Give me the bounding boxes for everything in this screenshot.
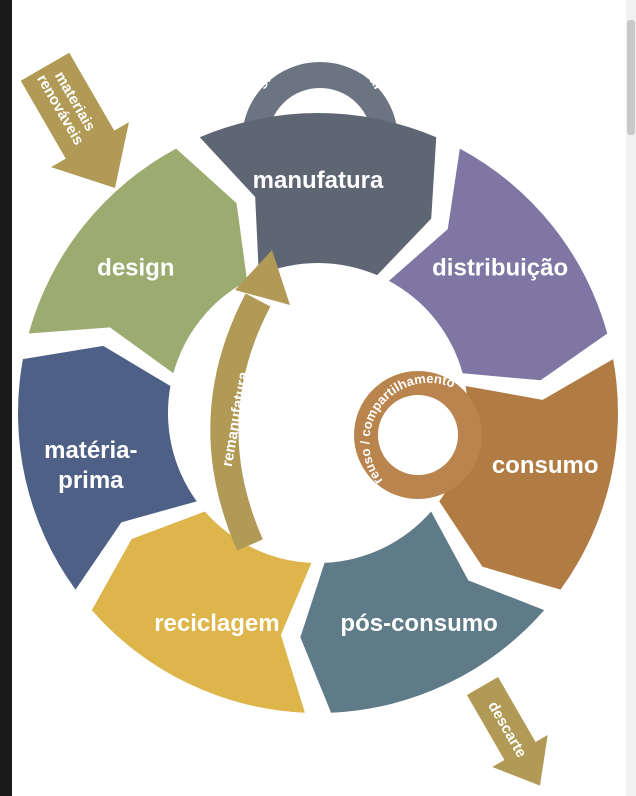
segment-label: matéria- <box>44 437 137 464</box>
scrollbar-thumb[interactable] <box>627 20 635 135</box>
window-left-border <box>0 0 12 796</box>
reuso-loop <box>354 371 482 499</box>
simbiose-loop <box>242 62 398 141</box>
segment-label: manufatura <box>253 167 384 194</box>
scrollbar[interactable] <box>626 0 636 796</box>
segment-4 <box>91 511 312 713</box>
segment-label: design <box>97 255 174 282</box>
materiais-renovaveis-arrow: materiais renováveis <box>20 52 129 188</box>
segment-label: pós-consumo <box>340 610 497 637</box>
segment-1 <box>388 148 608 381</box>
segment-label: consumo <box>492 452 599 479</box>
remanufatura-arrow <box>210 293 271 551</box>
remanufatura-arrowhead <box>235 250 290 305</box>
segment-3 <box>300 511 545 713</box>
segment-0 <box>199 113 437 276</box>
segment-2 <box>439 359 619 590</box>
segment-6 <box>28 148 248 374</box>
segment-label: prima <box>58 467 124 494</box>
segment-5 <box>17 345 197 590</box>
segment-label: distribuição <box>432 255 568 282</box>
descarte-arrow: descarte <box>466 677 548 786</box>
segment-label: reciclagem <box>154 610 279 637</box>
